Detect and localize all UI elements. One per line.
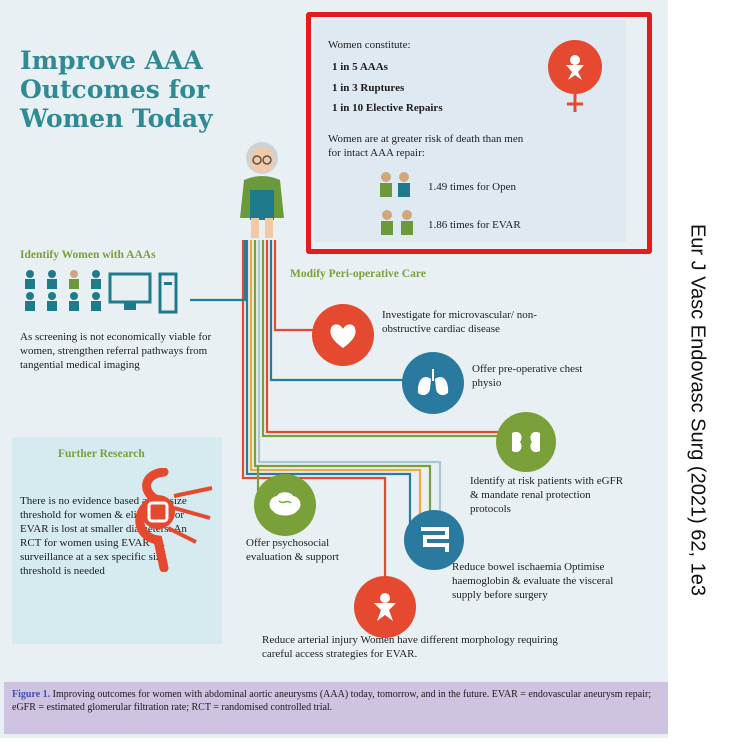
risk-text: Women are at greater risk of death than …	[328, 133, 524, 159]
bowel-icon	[404, 510, 464, 570]
identify-text: As screening is not economically viable …	[20, 331, 212, 371]
aorta-icon	[135, 468, 213, 572]
psychosocial-text: Offer psychosocial evaluation & support	[246, 537, 339, 563]
stat-ruptures: 1 in 3 Ruptures	[332, 82, 405, 94]
renal-text: Identify at risk patients with eGFR & ma…	[470, 475, 624, 515]
lungs-icon	[402, 352, 464, 414]
identify-heading: Identify Women with AAAs	[20, 249, 156, 261]
risk-open: 1.49 times for Open	[428, 181, 516, 193]
citation-text: Eur J Vasc Endovasc Surg (2021) 62, 1e3	[686, 223, 709, 597]
page-title: Improve AAA Outcomes for Women Today	[20, 46, 213, 133]
people-icon	[381, 210, 413, 235]
computer-icon	[108, 272, 178, 314]
figure-label: Figure 1.	[12, 689, 51, 700]
stat-elective: 1 in 10 Elective Repairs	[332, 102, 443, 114]
cardiac-text: Investigate for microvascular/ non-obstr…	[382, 309, 537, 335]
people-icon	[380, 172, 410, 197]
figure-caption-text: Improving outcomes for women with abdomi…	[12, 689, 652, 713]
bowel-text: Reduce bowel ischaemia Optimise haemoglo…	[452, 561, 614, 601]
brain-icon	[254, 474, 316, 536]
highlight-frame	[306, 12, 652, 254]
people-icon	[25, 270, 101, 311]
female-icon	[548, 40, 602, 94]
kidney-icon	[496, 412, 556, 472]
stat-aaas: 1 in 5 AAAs	[332, 61, 388, 73]
heart-icon	[312, 304, 374, 366]
woman-avatar-icon	[240, 142, 284, 238]
chest-text: Offer pre-operative chest physio	[472, 363, 583, 389]
artery-icon	[354, 576, 416, 638]
female-symbol-icon	[567, 92, 583, 112]
figure-caption: Figure 1. Improving outcomes for women w…	[4, 682, 668, 734]
modify-heading: Modify Peri-operative Care	[290, 268, 426, 280]
further-research-box	[12, 437, 222, 644]
risk-evar: 1.86 times for EVAR	[428, 219, 521, 231]
arterial-text: Reduce arterial injury Women have differ…	[262, 634, 558, 660]
citation: Eur J Vasc Endovasc Surg (2021) 62, 1e3	[674, 175, 720, 645]
stats-intro: Women constitute:	[328, 39, 411, 51]
further-research-heading: Further Research	[58, 448, 145, 460]
